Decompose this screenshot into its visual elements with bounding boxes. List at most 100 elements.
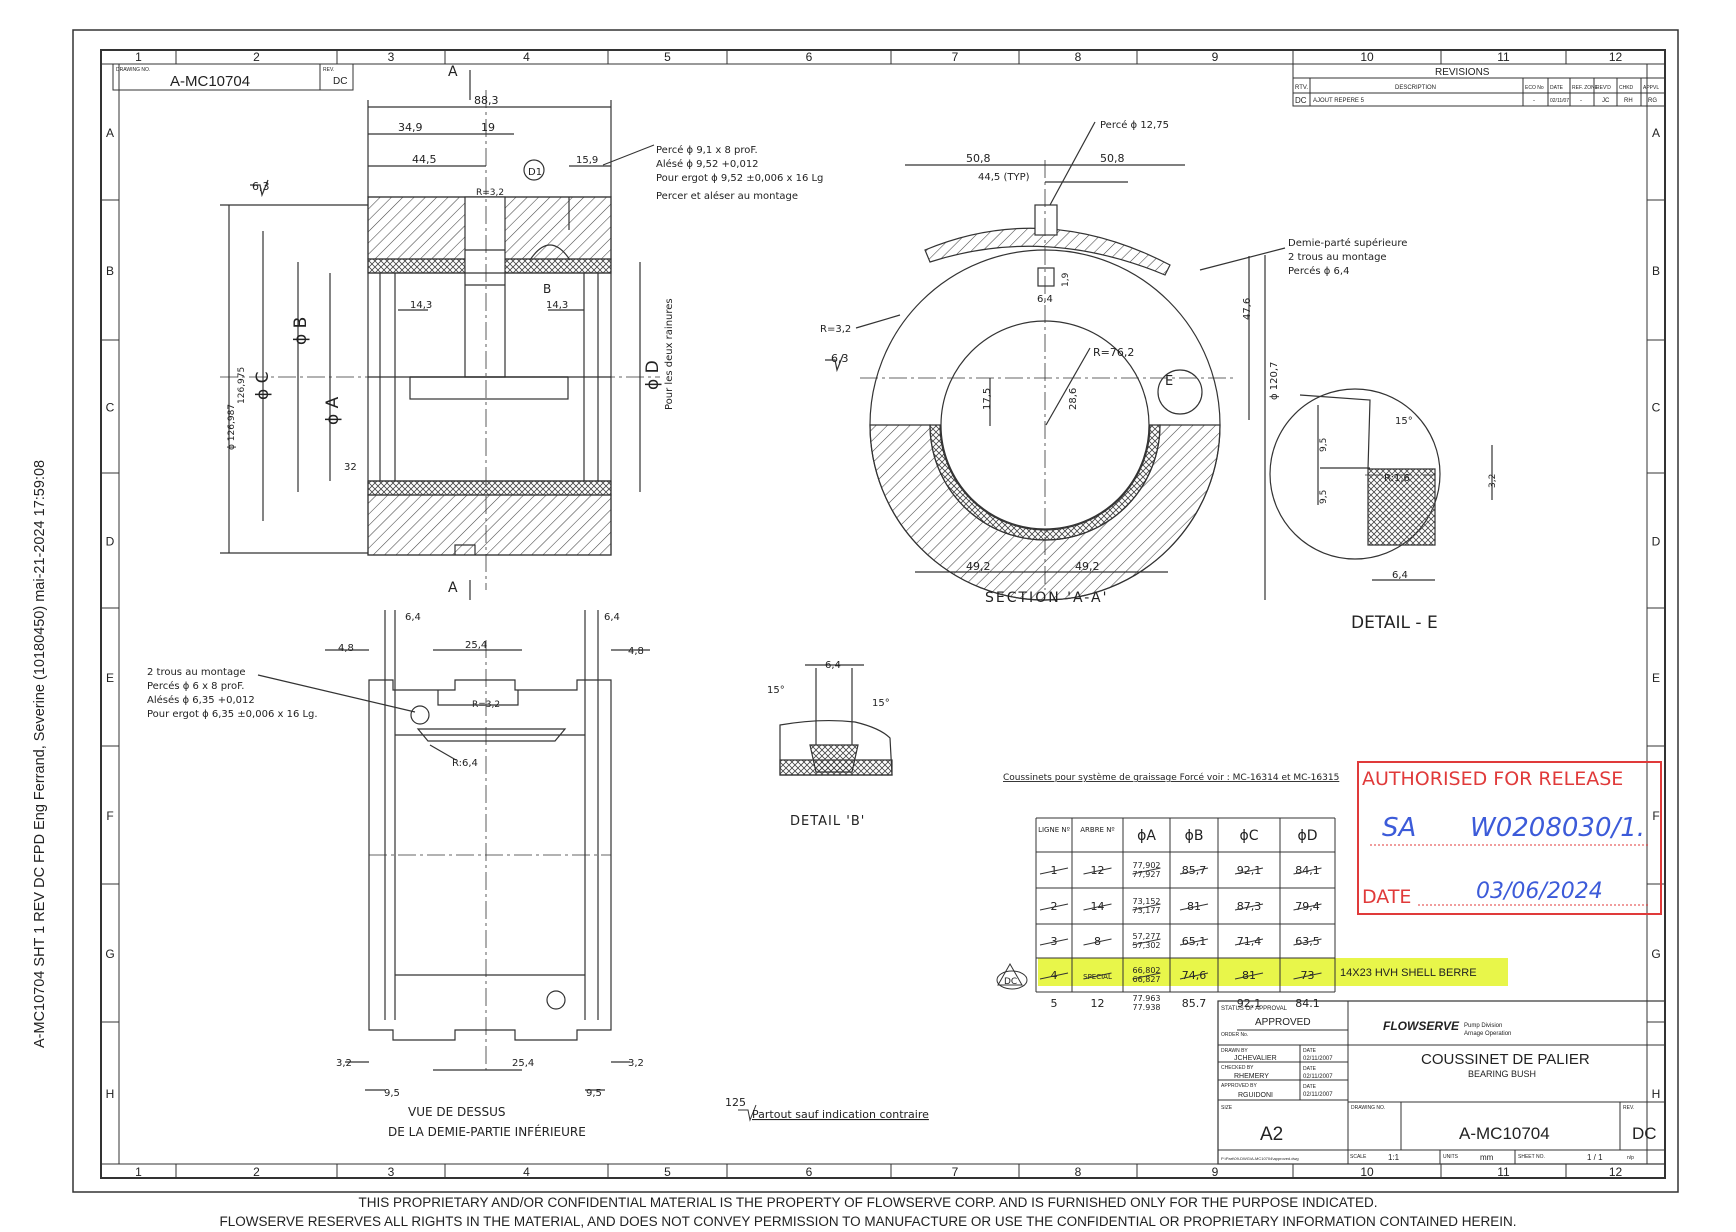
grid-row-label: C bbox=[106, 401, 115, 415]
svg-text:Percé ϕ 12,75: Percé ϕ 12,75 bbox=[1100, 119, 1169, 131]
svg-text:REV.: REV. bbox=[1623, 1105, 1634, 1111]
revisions-table: REVISIONS RTV. DESCRIPTION ECO No DATE R… bbox=[1292, 63, 1666, 107]
svg-text:A: A bbox=[448, 580, 458, 596]
svg-text:SCALE: SCALE bbox=[1350, 1154, 1367, 1160]
title-block-text: STATUS OF APPROVAL APPROVED ORDER No. FL… bbox=[1221, 1006, 1657, 1162]
svg-text:JCHEVALIER: JCHEVALIER bbox=[1234, 1055, 1277, 1062]
detail-b-title: DETAIL 'B' bbox=[790, 814, 865, 829]
svg-text:Demie-parté supérieure: Demie-parté supérieure bbox=[1288, 237, 1407, 249]
grid-row-label: G bbox=[1651, 947, 1660, 961]
drawing-title-fr: COUSSINET DE PALIER bbox=[1421, 1051, 1590, 1068]
grid-col-label: 10 bbox=[1360, 1165, 1374, 1179]
grid-col-label: 5 bbox=[664, 1165, 671, 1179]
grid-col-label: 10 bbox=[1360, 50, 1374, 64]
svg-text:32: 32 bbox=[344, 462, 357, 473]
svg-text:Pour les deux rainures: Pour les deux rainures bbox=[664, 298, 675, 410]
grid-row-label: F bbox=[106, 809, 113, 823]
svg-text:R=3,2: R=3,2 bbox=[476, 188, 504, 198]
svg-text:SIZE: SIZE bbox=[1221, 1105, 1233, 1111]
svg-text:P:\Part\09-DWG\A-MC10704\appro: P:\Part\09-DWG\A-MC10704\approved.dwg bbox=[1221, 1156, 1299, 1161]
svg-text:6,4: 6,4 bbox=[1392, 570, 1408, 581]
svg-text:49,2: 49,2 bbox=[1075, 560, 1100, 573]
section-view-labels: A A 88,3 34,9 19 44,5 15,9 14,3 14,3 R=3… bbox=[227, 64, 823, 596]
table-header: LIGNE Nº bbox=[1038, 826, 1070, 834]
footer-line-1: THIS PROPRIETARY AND/OR CONFIDENTIAL MAT… bbox=[359, 1195, 1378, 1210]
grid-col-label: 11 bbox=[1497, 50, 1510, 64]
svg-text:6,4: 6,4 bbox=[405, 612, 421, 623]
svg-text:47,6: 47,6 bbox=[1242, 298, 1253, 320]
general-note: 125 Partout sauf indication contraire bbox=[725, 1096, 929, 1122]
svg-text:ϕ D: ϕ D bbox=[643, 360, 663, 390]
svg-text:02/11/2007: 02/11/2007 bbox=[1303, 1092, 1333, 1098]
svg-text:1:1: 1:1 bbox=[1388, 1153, 1400, 1162]
table-note: Coussinets pour système de graissage For… bbox=[1003, 772, 1339, 783]
table-row-highlight bbox=[1038, 958, 1508, 986]
release-stamp: AUTHORISED FOR RELEASE SA W0208030/1. DA… bbox=[1357, 761, 1662, 915]
grid-row-label: E bbox=[1652, 671, 1660, 685]
grid-row-label: G bbox=[105, 947, 114, 961]
drawing-rev: DC bbox=[1632, 1124, 1657, 1143]
grid-col-label: 8 bbox=[1075, 1165, 1082, 1179]
svg-text:Alésés ϕ 6,35 +0,012: Alésés ϕ 6,35 +0,012 bbox=[147, 694, 255, 706]
section-aa-view bbox=[825, 121, 1286, 601]
svg-text:50,8: 50,8 bbox=[966, 152, 991, 165]
table-cell: 5 bbox=[1051, 997, 1058, 1010]
header-drawing-no-label: DRAWING NO. bbox=[116, 67, 150, 73]
svg-text:R:1,6: R:1,6 bbox=[1384, 473, 1410, 484]
grid-col-label: 12 bbox=[1609, 1165, 1623, 1179]
svg-text:02/11/07: 02/11/07 bbox=[1550, 98, 1569, 104]
grid-row-label: H bbox=[106, 1087, 115, 1101]
grid-col-label: 1 bbox=[135, 50, 142, 64]
svg-text:ϕ B: ϕ B bbox=[291, 317, 311, 345]
svg-text:4,8: 4,8 bbox=[338, 643, 354, 654]
svg-text:9,5: 9,5 bbox=[1319, 438, 1329, 452]
svg-text:RGUIDONI: RGUIDONI bbox=[1238, 1092, 1273, 1099]
svg-text:50,8: 50,8 bbox=[1100, 152, 1125, 165]
outer-border bbox=[72, 29, 1679, 1193]
svg-text:D1: D1 bbox=[528, 167, 542, 178]
grid-col-label: 7 bbox=[952, 1165, 959, 1179]
svg-text:Pour ergot ϕ 6,35 ±0,006 x 16: Pour ergot ϕ 6,35 ±0,006 x 16 Lg. bbox=[147, 709, 318, 720]
svg-text:25,4: 25,4 bbox=[465, 640, 487, 651]
svg-text:3,2: 3,2 bbox=[628, 1058, 644, 1069]
svg-text:15°: 15° bbox=[872, 698, 890, 709]
grid-col-label: 8 bbox=[1075, 50, 1082, 64]
svg-text:14,3: 14,3 bbox=[410, 300, 432, 311]
svg-text:Percer et aléser au montage: Percer et aléser au montage bbox=[656, 190, 798, 202]
svg-text:APPROVED BY: APPROVED BY bbox=[1221, 1083, 1258, 1089]
top-view-title-1: VUE DE DESSUS bbox=[408, 1105, 505, 1119]
svg-text:R=3,2: R=3,2 bbox=[820, 324, 851, 335]
svg-text:A: A bbox=[448, 64, 458, 80]
grid-col-label: 1 bbox=[135, 1165, 142, 1179]
table-cell: 12 bbox=[1091, 997, 1105, 1010]
table-header: ϕA bbox=[1137, 828, 1156, 844]
svg-text:Percés ϕ 6 x 8 proF.: Percés ϕ 6 x 8 proF. bbox=[147, 680, 244, 692]
grid-row-label: C bbox=[1652, 401, 1661, 415]
stamp-date-label: DATE bbox=[1362, 886, 1411, 908]
detail-e-title: DETAIL - E bbox=[1351, 613, 1438, 633]
stamp-sig-initials: SA bbox=[1382, 813, 1416, 843]
footer-line-2: FLOWSERVE RESERVES ALL RIGHTS IN THE MAT… bbox=[220, 1214, 1517, 1229]
grid-col-label: 12 bbox=[1609, 50, 1623, 64]
grid-col-label: 3 bbox=[388, 50, 395, 64]
grid-col-label: 4 bbox=[523, 50, 530, 64]
svg-text:1,9: 1,9 bbox=[1061, 272, 1071, 287]
svg-text:APPROVED: APPROVED bbox=[1255, 1017, 1311, 1028]
detail-e-labels: DETAIL - E 15° 9,5 9,5 R:1,6 3,2 6,4 bbox=[1319, 416, 1498, 633]
grid-col-label: 5 bbox=[664, 50, 671, 64]
svg-text:9,5: 9,5 bbox=[1319, 490, 1329, 504]
svg-text:JC: JC bbox=[1602, 98, 1610, 104]
svg-text:SHEET NO.: SHEET NO. bbox=[1518, 1154, 1545, 1160]
svg-text:17,5: 17,5 bbox=[982, 388, 993, 410]
revisions-title: REVISIONS bbox=[1435, 67, 1490, 78]
flowserve-logo: FLOWSERVE bbox=[1383, 1019, 1460, 1033]
svg-text:R=76,2: R=76,2 bbox=[1093, 346, 1134, 359]
grid-row-label: A bbox=[1652, 126, 1660, 140]
svg-text:R=3,2: R=3,2 bbox=[472, 700, 500, 710]
grid-row-label: A bbox=[106, 126, 114, 140]
drawing-number: A-MC10704 bbox=[1459, 1124, 1550, 1143]
